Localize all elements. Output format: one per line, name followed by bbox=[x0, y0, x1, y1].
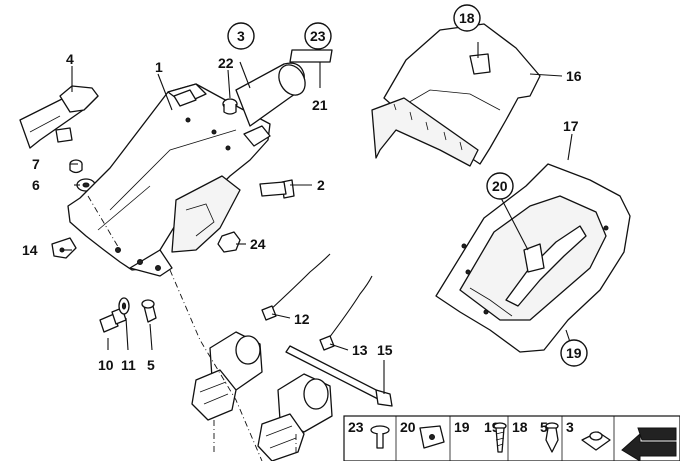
label-3: 3 bbox=[237, 28, 245, 44]
legend-arrow-icon bbox=[621, 427, 677, 461]
callout-circle-20 bbox=[486, 172, 514, 200]
label-5: 5 bbox=[147, 357, 155, 373]
callout-circle-3 bbox=[227, 22, 255, 50]
legend-label-20: 20 bbox=[400, 419, 416, 435]
label-6: 6 bbox=[32, 177, 40, 193]
label-15: 15 bbox=[377, 342, 393, 358]
label-22: 22 bbox=[218, 55, 234, 71]
motor-upper bbox=[191, 331, 263, 421]
part-14-clip bbox=[51, 237, 77, 259]
part-22-screw bbox=[222, 98, 238, 115]
part-7-nut bbox=[69, 159, 83, 174]
legend-expanding-rivet-icon bbox=[545, 422, 559, 453]
label-13: 13 bbox=[352, 342, 368, 358]
legend-clip-nut-icon bbox=[419, 425, 445, 449]
legend-rivet-icon bbox=[370, 425, 390, 449]
part-2-bolt bbox=[259, 179, 295, 199]
part-1-column-support bbox=[67, 83, 271, 277]
part-11-washer bbox=[118, 297, 130, 315]
leader-lines bbox=[62, 42, 573, 461]
legend-label-5: 5 bbox=[540, 419, 548, 435]
callout-circle-18 bbox=[453, 4, 481, 32]
part-24-nut bbox=[217, 231, 241, 253]
label-7: 7 bbox=[32, 156, 40, 172]
label-10: 10 bbox=[98, 357, 114, 373]
legend-nut-clip-icon bbox=[581, 431, 611, 451]
legend-label-19: 19 bbox=[454, 419, 470, 435]
part-12-cable bbox=[261, 253, 331, 321]
label-4: 4 bbox=[66, 51, 74, 67]
part-16-upper-trim bbox=[371, 23, 541, 167]
label-19: 19 bbox=[566, 345, 582, 361]
part-13-cable bbox=[319, 275, 373, 351]
label-23: 23 bbox=[310, 28, 326, 44]
label-21: 21 bbox=[312, 97, 328, 113]
part-21-label-strip bbox=[289, 49, 333, 63]
callout-circle-23 bbox=[304, 22, 332, 50]
label-20: 20 bbox=[492, 178, 508, 194]
label-12: 12 bbox=[294, 311, 310, 327]
part-3-tube bbox=[235, 62, 306, 127]
part-5-screw bbox=[141, 299, 157, 323]
legend-label-3: 3 bbox=[566, 419, 574, 435]
legend-label-23: 23 bbox=[348, 419, 364, 435]
label-11: 11 bbox=[121, 357, 136, 373]
part-17-lower-trim bbox=[435, 163, 631, 353]
label-17: 17 bbox=[563, 118, 579, 134]
part-15-cable-tie bbox=[285, 345, 393, 407]
legend-label-18: 18 bbox=[512, 419, 528, 435]
label-18: 18 bbox=[459, 10, 475, 26]
hardware-legend: 23 20 19 19 18 5 3 bbox=[343, 415, 680, 461]
label-1: 1 bbox=[155, 59, 163, 75]
callout-circle-19 bbox=[560, 339, 588, 367]
part-4-bracket bbox=[19, 85, 99, 149]
label-16: 16 bbox=[566, 68, 582, 84]
label-24: 24 bbox=[250, 236, 266, 252]
label-2: 2 bbox=[317, 177, 325, 193]
legend-screw-icon bbox=[493, 422, 507, 453]
motor-lower bbox=[257, 373, 333, 461]
label-14: 14 bbox=[22, 242, 38, 258]
